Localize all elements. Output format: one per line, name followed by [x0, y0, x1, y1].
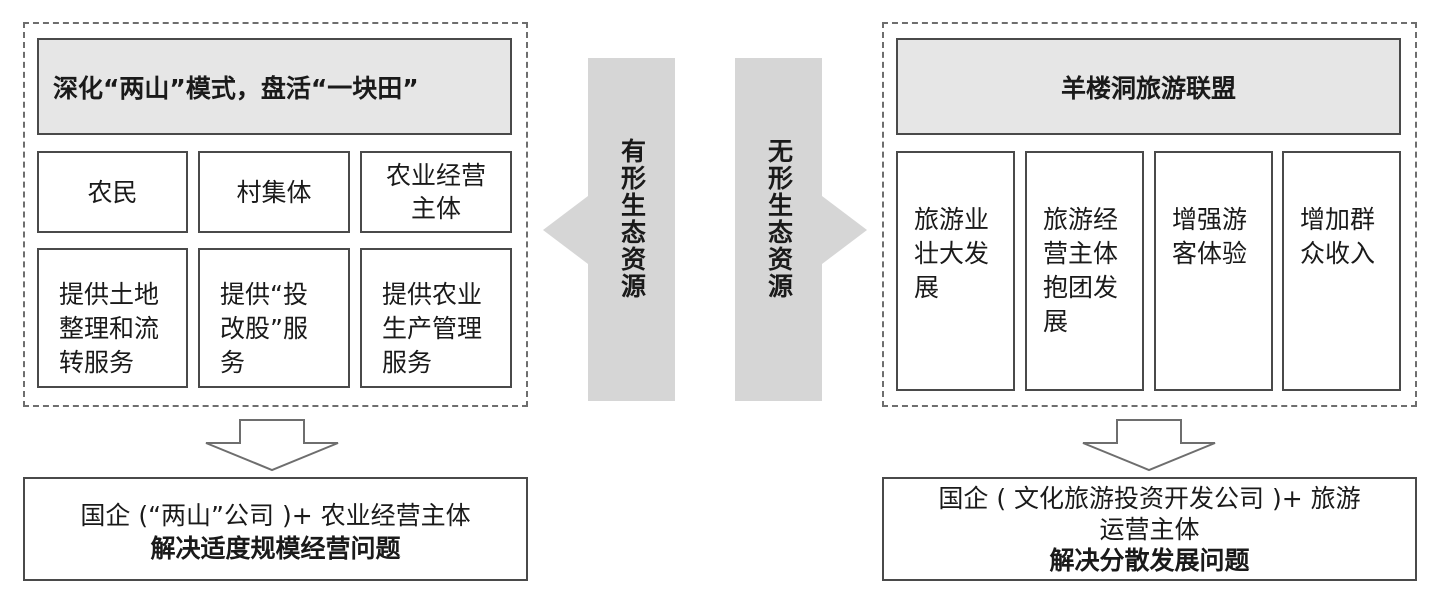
service-land: 提供土地整理和流转服务 [37, 248, 188, 388]
actor-village-collective-label: 村集体 [236, 177, 312, 207]
actor-farmers: 农民 [37, 151, 188, 233]
service-land-label: 提供土地整理和流转服务 [59, 280, 160, 377]
service-invest: 提供“投改股”服务 [198, 248, 350, 388]
item-income-increase: 增加群众收入 [1282, 151, 1401, 391]
right-title: 羊楼洞旅游联盟 [1060, 73, 1236, 103]
actor-farmers-label: 农民 [87, 177, 138, 207]
item-tourism-growth-label: 旅游业壮大发展 [914, 205, 990, 302]
actor-agri-operator-label: 农业经营主体 [385, 161, 486, 223]
left-result-line1: 国企 (“两山”公司 )+ 农业经营主体 [80, 501, 471, 530]
tangible-resources-band: 有形生态资源 [588, 58, 675, 401]
service-invest-label: 提供“投改股”服务 [220, 280, 308, 377]
item-visitor-experience-label: 增强游客体验 [1172, 205, 1248, 268]
service-production-label: 提供农业生产管理服务 [382, 280, 483, 377]
item-income-increase-label: 增加群众收入 [1300, 205, 1376, 268]
item-visitor-experience: 增强游客体验 [1154, 151, 1273, 391]
right-dashed-group [882, 22, 1417, 407]
tangible-resources-label: 有形生态资源 [617, 138, 647, 300]
item-operators-cluster: 旅游经营主体抱团发展 [1025, 151, 1144, 391]
left-down-arrow [205, 419, 339, 472]
right-title-box: 羊楼洞旅游联盟 [896, 38, 1401, 135]
right-arrow-head [822, 196, 867, 264]
service-production: 提供农业生产管理服务 [360, 248, 512, 388]
item-operators-cluster-label: 旅游经营主体抱团发展 [1043, 205, 1119, 336]
right-result-line2: 运营主体 [1099, 515, 1200, 544]
left-title-box: 深化“两山”模式，盘活“一块田” [37, 38, 512, 135]
intangible-resources-band: 无形生态资源 [735, 58, 822, 401]
intangible-resources-label: 无形生态资源 [764, 138, 794, 300]
left-arrow-head [543, 196, 588, 264]
item-tourism-growth: 旅游业壮大发展 [896, 151, 1015, 391]
left-title: 深化“两山”模式，盘活“一块田” [53, 73, 419, 103]
left-result-line2: 解决适度规模经营问题 [150, 534, 401, 563]
left-result-box: 国企 (“两山”公司 )+ 农业经营主体 解决适度规模经营问题 [23, 477, 528, 581]
right-result-line1: 国企 ( 文化旅游投资开发公司 )+ 旅游 [938, 484, 1361, 513]
actor-village-collective: 村集体 [198, 151, 350, 233]
left-dashed-group [23, 22, 528, 407]
right-down-arrow [1082, 419, 1216, 472]
right-result-box: 国企 ( 文化旅游投资开发公司 )+ 旅游 运营主体 解决分散发展问题 [882, 477, 1417, 581]
right-result-line3: 解决分散发展问题 [1049, 546, 1250, 575]
actor-agri-operator: 农业经营主体 [360, 151, 512, 233]
